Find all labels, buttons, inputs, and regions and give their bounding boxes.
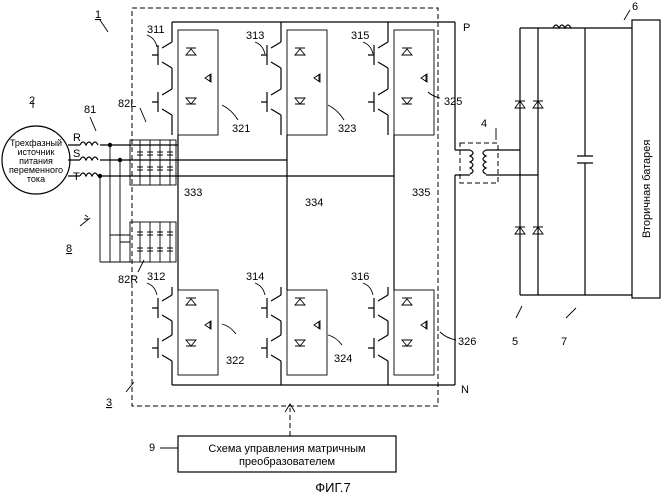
switch-312 bbox=[152, 287, 218, 375]
ref-335: 335 bbox=[412, 187, 430, 199]
inductor-s bbox=[80, 157, 98, 160]
ref-323: 323 bbox=[338, 123, 356, 135]
ref-325: 325 bbox=[444, 96, 462, 108]
ref-312: 312 bbox=[147, 271, 165, 283]
controller-text-1: Схема управления матричным bbox=[208, 443, 365, 455]
ref-334: 334 bbox=[305, 197, 323, 209]
rectifier-legs bbox=[520, 28, 538, 295]
source-text-5: тока bbox=[27, 174, 45, 184]
switch-316 bbox=[368, 287, 434, 375]
switch-311 bbox=[152, 30, 218, 135]
phase-s-label: S bbox=[73, 148, 80, 160]
ref-1: 1 bbox=[95, 9, 101, 21]
ref-311: 311 bbox=[147, 24, 165, 36]
controller-text-2: преобразователем bbox=[239, 456, 335, 468]
figure-caption: ФИГ.7 bbox=[315, 480, 351, 495]
node-p-label: P bbox=[463, 22, 470, 34]
switch-313 bbox=[261, 30, 327, 135]
ref-315: 315 bbox=[351, 30, 369, 42]
inductor-r bbox=[80, 142, 98, 145]
filter-82R bbox=[130, 222, 176, 262]
ref-333: 333 bbox=[184, 187, 202, 199]
phase-r-label: R bbox=[73, 132, 81, 144]
node-n-label: N bbox=[461, 384, 469, 396]
ref-81: 81 bbox=[84, 104, 96, 116]
ref-8: 8 bbox=[66, 243, 72, 255]
ref-322: 322 bbox=[226, 355, 244, 367]
ref-316: 316 bbox=[351, 271, 369, 283]
ref-2: 2 bbox=[29, 95, 35, 107]
filter-82L bbox=[130, 140, 176, 185]
phase-t-label: T bbox=[73, 171, 80, 183]
ref-3: 3 bbox=[106, 397, 112, 409]
output-capacitor bbox=[577, 28, 593, 295]
switch-314 bbox=[261, 287, 327, 375]
ref-313: 313 bbox=[246, 30, 264, 42]
ref-7: 7 bbox=[561, 336, 567, 348]
inductor-t bbox=[80, 173, 98, 176]
ref-321: 321 bbox=[232, 123, 250, 135]
ref-326: 326 bbox=[458, 336, 476, 348]
ref-314: 314 bbox=[246, 271, 264, 283]
ref-6: 6 bbox=[632, 1, 638, 13]
switch-315 bbox=[368, 30, 434, 135]
ref-9: 9 bbox=[149, 442, 155, 454]
transformer-4 bbox=[460, 143, 500, 183]
ref-4: 4 bbox=[481, 118, 487, 130]
battery-label: Вторичная батарея bbox=[641, 140, 653, 238]
ref-324: 324 bbox=[334, 353, 352, 365]
ref-5: 5 bbox=[512, 336, 518, 348]
ref-82L: 82L bbox=[118, 98, 136, 110]
ref-82R: 82R bbox=[118, 274, 138, 286]
dc-output-rails bbox=[520, 28, 632, 295]
